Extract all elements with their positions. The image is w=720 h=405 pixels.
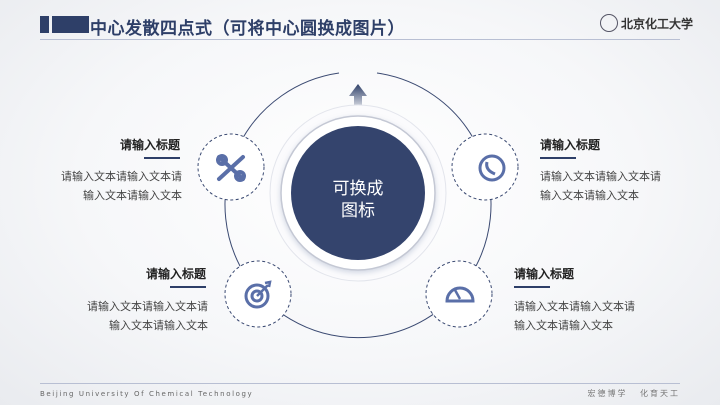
footer-english: Beijing University Of Chemical Technolog… <box>40 390 254 398</box>
item-4-underline <box>514 286 550 288</box>
item-1-body: 请输入文本请输入文本请输入文本请输入文本 <box>42 167 182 205</box>
icon-node-3 <box>224 260 292 328</box>
item-4-body: 请输入文本请输入文本请输入文本请输入文本 <box>514 297 654 335</box>
item-2-body-line-1: 请输入文本请输入文本请 <box>540 170 661 183</box>
item-1-body-line-1: 请输入文本请输入文本请 <box>61 170 182 183</box>
icon-node-4 <box>425 260 493 328</box>
item-1-title: 请输入标题 <box>119 138 180 152</box>
center-label: 可换成 图标 <box>298 178 418 222</box>
phone-icon <box>478 154 506 182</box>
item-2-body-line-2: 输入文本请输入文本 <box>540 189 639 202</box>
item-4-body-line-2: 输入文本请输入文本 <box>514 319 613 332</box>
target-icon <box>244 280 272 309</box>
item-1-body-line-2: 输入文本请输入文本 <box>83 189 182 202</box>
header-divider <box>40 39 680 40</box>
item-2-body: 请输入文本请输入文本请输入文本请输入文本 <box>540 167 680 205</box>
seal-icon <box>600 14 618 32</box>
footer-motto: 宏德博学 化育天工 <box>587 389 680 398</box>
icon-node-1 <box>197 133 265 201</box>
item-3-title: 请输入标题 <box>145 267 206 281</box>
title-decoration <box>40 16 89 33</box>
center-circle <box>291 126 425 260</box>
speedometer-icon <box>445 286 475 303</box>
university-logo: 北京化工大学 <box>600 14 693 32</box>
footer-divider <box>40 383 680 384</box>
item-2-underline <box>540 157 576 159</box>
logo-text: 北京化工大学 <box>621 16 694 31</box>
icon-node-2 <box>451 133 519 201</box>
item-4-body-line-1: 请输入文本请输入文本请 <box>514 300 635 313</box>
item-1-underline <box>144 157 180 159</box>
item-3-underline <box>170 286 206 288</box>
arrow-icon <box>349 84 367 112</box>
item-4-title: 请输入标题 <box>514 267 575 281</box>
item-3-body-line-1: 请输入文本请输入文本请 <box>87 300 208 313</box>
item-3-body-line-2: 输入文本请输入文本 <box>109 319 208 332</box>
item-3-body: 请输入文本请输入文本请输入文本请输入文本 <box>68 297 208 335</box>
cross-link-icon <box>216 154 246 182</box>
center-label-line-1: 可换成 <box>332 179 384 199</box>
center-label-line-2: 图标 <box>341 201 375 221</box>
page-title: 中心发散四点式（可将中心圆换成图片） <box>90 19 405 39</box>
item-2-title: 请输入标题 <box>540 138 601 152</box>
